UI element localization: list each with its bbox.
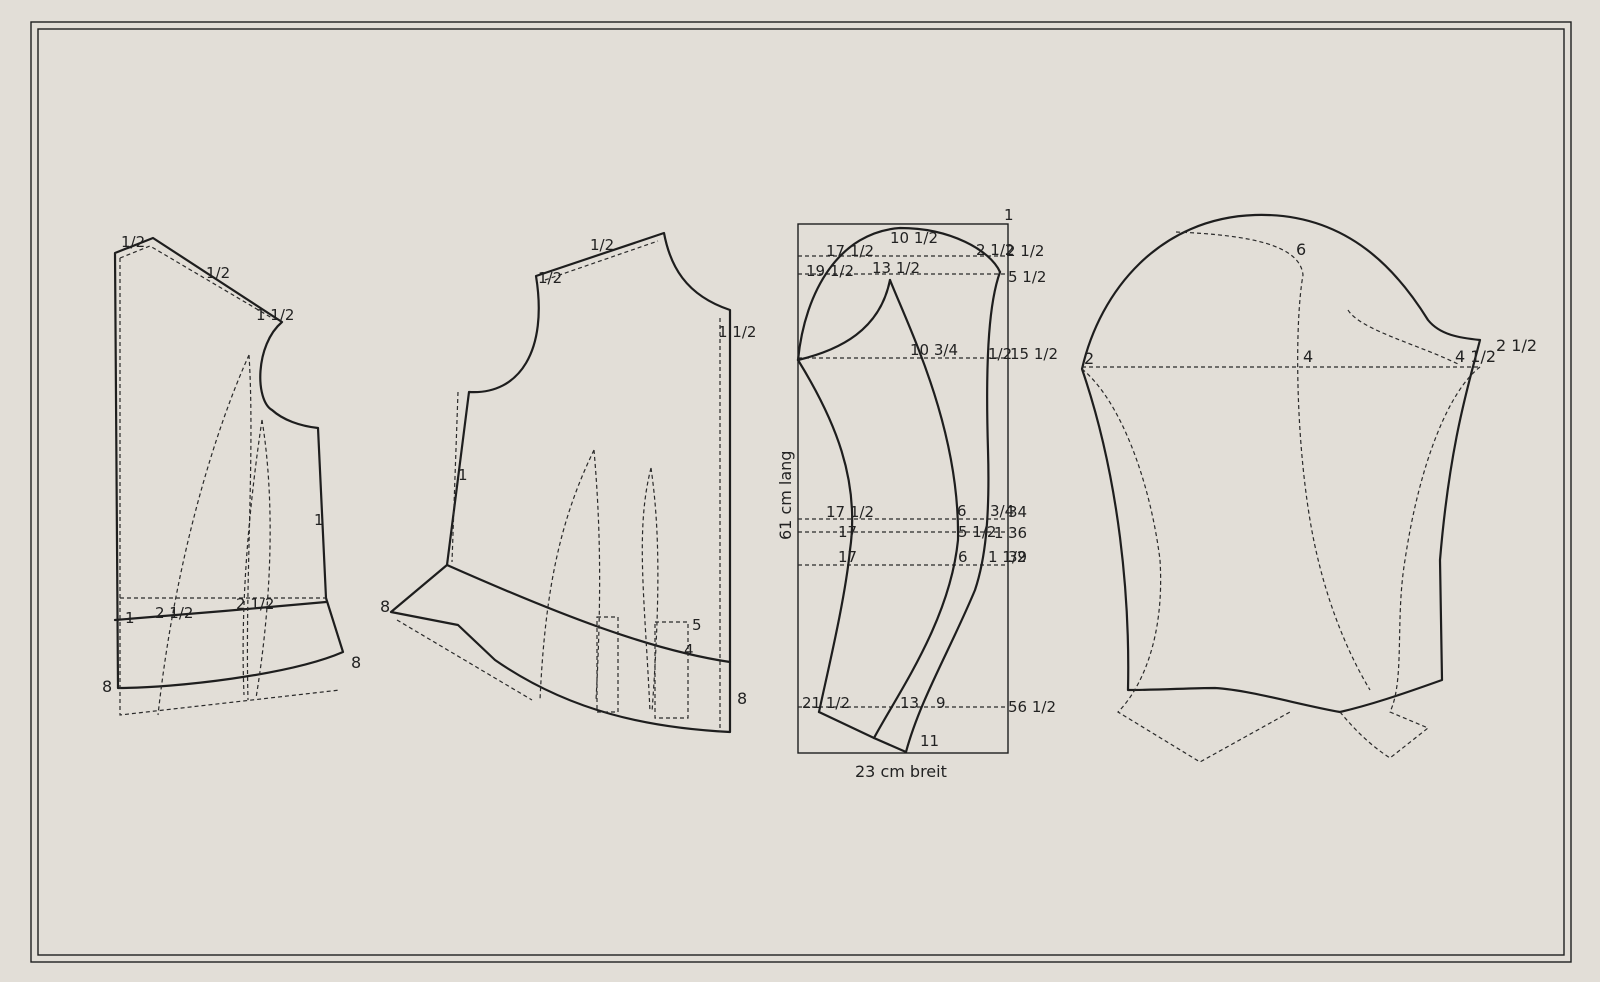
back-dart-left [539, 449, 601, 701]
front-label-7: 8 [102, 677, 112, 696]
sleeve-draft-frame [797, 223, 1009, 754]
front-dart-left [157, 354, 252, 716]
front-label-0: 1/2 [121, 233, 145, 251]
back-label-4: 8 [380, 597, 390, 616]
draft-label-22: 39 [1008, 548, 1027, 566]
back-inner-cut-line [396, 240, 721, 732]
draft-label-0: 1 [1004, 206, 1014, 224]
back-label-2: 1 1/2 [718, 323, 756, 341]
front-dart-right [242, 419, 271, 699]
draft-label-25: 9 [936, 694, 946, 712]
back-waist-line [445, 563, 732, 664]
draft-label-1: 10 1/2 [890, 229, 938, 247]
sleeve-back-seam [904, 270, 1002, 754]
front-label-1: 1/2 [206, 264, 230, 282]
draft-label-14: 34 [1008, 503, 1027, 521]
draft-label-17: 1 [994, 524, 1004, 542]
sleeve-piece-outline [1080, 213, 1482, 714]
draft-label-24: 13 [900, 694, 919, 712]
draft-label-12: 6 [957, 502, 967, 520]
sleeve-cap-curve [796, 226, 1002, 362]
draft-label-9: 1/2 [988, 345, 1012, 363]
draft-label-10: 15 1/2 [1010, 345, 1058, 363]
sleeve-undersleeve-right [1339, 366, 1481, 759]
sleeve-label-3: 4 1/2 [1455, 347, 1496, 366]
sleeve-front-seam [796, 358, 854, 714]
draft-label-6: 13 1/2 [872, 259, 920, 277]
front-label-2: 1 1/2 [256, 306, 294, 324]
draft-label-20: 6 [958, 548, 968, 566]
draft-label-3: 2 1/2 [976, 241, 1014, 259]
draft-label-26: 56 1/2 [1008, 698, 1056, 716]
sleeve-draft-guides [798, 255, 1005, 708]
draft-label-19: 17 [838, 548, 857, 566]
sleeve-top-dart [1175, 231, 1371, 691]
draft-label-15: 17 [838, 523, 857, 541]
front-label-8: 8 [351, 653, 361, 672]
outer-frame [30, 21, 1572, 963]
front-inner-cut-line [119, 245, 341, 716]
front-bodice-piece: 1/2 1/2 1 1/2 1 1 2 1/2 2 1/2 8 8 [102, 233, 361, 716]
draft-label-18: 36 [1008, 524, 1027, 542]
back-bodice-outline [389, 231, 732, 734]
draft-width-label: 23 cm breit [855, 762, 947, 781]
back-label-7: 8 [737, 689, 747, 708]
sleeve-undersleeve-left [1081, 368, 1291, 763]
sleeve-label-1: 2 [1084, 349, 1094, 368]
draft-label-8: 10 3/4 [910, 341, 958, 359]
draft-label-2: 17 1/2 [826, 242, 874, 260]
draft-label-21: 1 1/2 [988, 548, 1026, 566]
inner-frame [37, 28, 1565, 956]
draft-label-11: 17 1/2 [826, 503, 874, 521]
front-label-3: 1 [314, 511, 324, 529]
sleeve-elbow-guide [1347, 309, 1461, 366]
front-label-5: 2 1/2 [155, 604, 193, 622]
back-label-1: 1/2 [538, 269, 562, 287]
sleeve-label-2: 4 [1303, 347, 1313, 366]
sleeve-middle-seam [872, 278, 960, 740]
front-bodice-outline [113, 236, 345, 690]
front-label-4: 1 [125, 609, 135, 627]
draft-label-23: 21 1/2 [802, 694, 850, 712]
draft-length-label: 61 cm lang [776, 451, 795, 540]
draft-label-5: 19 1/2 [806, 262, 854, 280]
draft-label-16: 5 1/2 [958, 523, 996, 541]
front-label-6: 2 1/2 [236, 595, 274, 613]
sleeve-hem-line [817, 710, 908, 754]
back-dart-right [641, 467, 659, 713]
sleeve-draft: 1 10 1/2 17 1/2 2 1/2 2 1/2 19 1/2 13 1/… [776, 206, 1058, 781]
draft-label-27: 11 [920, 732, 939, 750]
back-bodice-piece: 1/2 1/2 1 1/2 1 8 5 4 8 [380, 231, 756, 734]
sleeve-label-0: 6 [1296, 240, 1306, 259]
back-label-6: 4 [684, 641, 694, 659]
back-label-3: 1 [458, 466, 468, 484]
draft-label-13: 3/4 [990, 502, 1014, 520]
draft-label-4: 2 1/2 [1006, 242, 1044, 260]
front-waist-line [113, 600, 328, 622]
sleeve-inner-cap [796, 278, 892, 362]
back-pocket-right [654, 621, 689, 719]
back-pocket-left [596, 616, 619, 713]
back-label-5: 5 [692, 616, 702, 634]
sleeve-piece: 6 2 4 4 1/2 2 1/2 [1080, 213, 1537, 763]
back-label-0: 1/2 [590, 236, 614, 254]
sleeve-label-4: 2 1/2 [1496, 336, 1537, 355]
draft-label-7: 5 1/2 [1008, 268, 1046, 286]
